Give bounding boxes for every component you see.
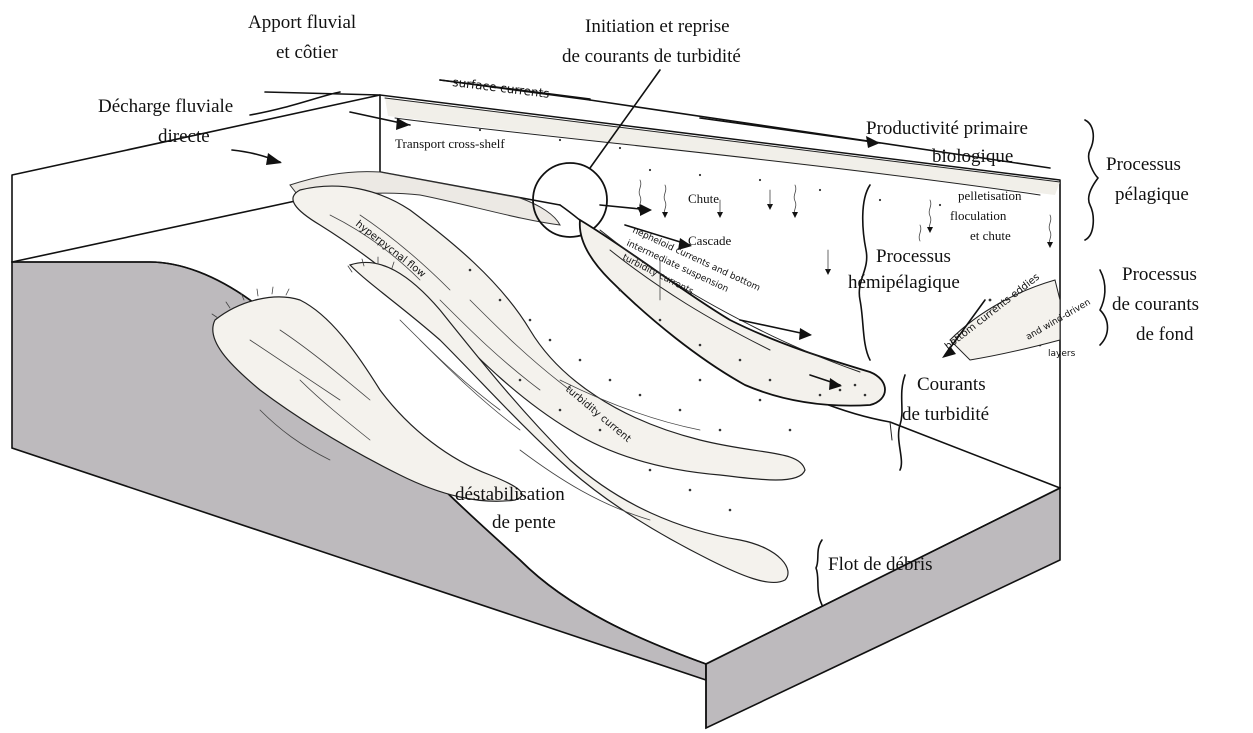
front-cross-section [706, 488, 1060, 728]
label-apport-1: Apport fluvial [248, 12, 356, 33]
label-fond-2: de courants [1112, 294, 1199, 315]
label-initiation-2: de courants de turbidité [562, 46, 741, 67]
brace-pelagique [1085, 120, 1098, 240]
label-apport-2: et côtier [276, 42, 338, 63]
brace-fond [1100, 270, 1108, 345]
label-cascade: Cascade [688, 233, 732, 248]
label-decharge-2: directe [158, 126, 210, 147]
label-surface-currents: surface currents [452, 75, 551, 101]
label-pelagique-2: pélagique [1115, 184, 1189, 205]
label-productivite-1: Productivité primaire [866, 118, 1028, 139]
brace-flot [816, 540, 822, 605]
label-flot-debris: Flot de débris [828, 554, 933, 575]
label-decharge-1: Décharge fluviale [98, 96, 233, 117]
label-chute: Chute [688, 191, 719, 206]
label-fond-3: de fond [1136, 324, 1194, 345]
label-transport-cross-shelf: Transport cross-shelf [395, 136, 505, 151]
label-hemipelagique-1: Processus [876, 246, 951, 267]
label-pelletisation-3: et chute [970, 228, 1011, 243]
label-initiation-1: Initiation et reprise [585, 16, 730, 37]
label-pelletisation-1: pelletisation [958, 188, 1022, 203]
label-pelagique-1: Processus [1106, 154, 1181, 175]
initiation-circle [533, 163, 607, 237]
label-pelletisation-2: floculation [950, 208, 1007, 223]
bottom-current-deposit [950, 280, 1060, 360]
label-courants-2: de turbidité [902, 404, 989, 425]
label-hemipelagique-2: hémipélagique [848, 272, 960, 293]
label-productivite-2: biologique [932, 146, 1013, 167]
label-destabilisation-1: déstabilisation [455, 484, 565, 505]
left-cross-section [12, 262, 706, 680]
label-layers: layers [1048, 349, 1076, 359]
label-destabilisation-2: de pente [492, 512, 556, 533]
label-courants-1: Courants [917, 374, 986, 395]
label-fond-1: Processus [1122, 264, 1197, 285]
